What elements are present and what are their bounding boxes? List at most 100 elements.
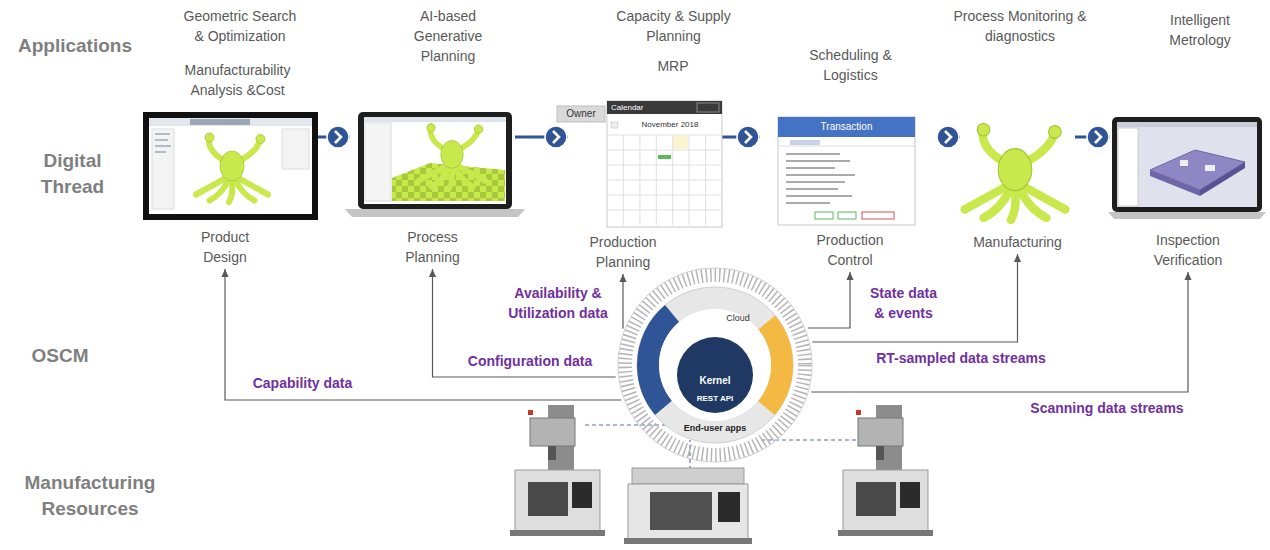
network-link bbox=[689, 440, 690, 470]
milling-machine bbox=[838, 405, 933, 536]
calendar-screen bbox=[697, 103, 719, 112]
planning-laptop bbox=[345, 209, 525, 217]
planning-laptop bbox=[365, 123, 391, 201]
calendar-screen bbox=[557, 106, 605, 122]
oscm-hub-art bbox=[618, 268, 812, 462]
machining-center bbox=[624, 468, 752, 544]
calendar-screen bbox=[607, 101, 722, 227]
data-flow-label: Scanning data streams bbox=[1022, 398, 1192, 418]
application-name: AI-based Generative Planning bbox=[408, 6, 488, 66]
manufactured-part bbox=[965, 123, 1066, 220]
calendar-screen bbox=[611, 122, 618, 128]
stage-caption: Product Design bbox=[182, 227, 268, 267]
transaction-screen bbox=[778, 146, 915, 147]
milling-machine bbox=[572, 482, 592, 508]
inspection-laptop bbox=[1150, 170, 1200, 196]
milling-machine bbox=[876, 446, 884, 460]
milling-machine bbox=[510, 530, 605, 536]
data-flow-label: State data & events bbox=[866, 283, 941, 323]
planning-laptop bbox=[418, 124, 485, 188]
screen-text: Owner bbox=[557, 106, 605, 122]
application-name: MRP bbox=[643, 56, 703, 76]
calendar-screen bbox=[557, 101, 722, 227]
design-monitor bbox=[282, 129, 309, 169]
application-name: Manufacturability Analysis &Cost bbox=[175, 60, 300, 100]
application-name: Intelligent Metrology bbox=[1155, 10, 1245, 50]
oscm-hub-art bbox=[659, 309, 771, 421]
milling-machine bbox=[548, 446, 556, 460]
oscm-hub-art bbox=[648, 298, 782, 432]
thread-stage: Manufacturing bbox=[960, 125, 1075, 252]
stage-caption: Production Planning bbox=[580, 232, 666, 272]
transaction-screen bbox=[778, 117, 915, 225]
machining-center bbox=[632, 468, 744, 484]
milling-machine bbox=[530, 418, 575, 446]
oscm-hub-art bbox=[648, 298, 782, 432]
transaction-screen bbox=[838, 212, 856, 219]
design-monitor bbox=[143, 112, 318, 220]
thread-connector bbox=[1075, 136, 1110, 139]
milling-machine bbox=[528, 410, 533, 415]
milling-machine bbox=[856, 410, 861, 415]
inspection-laptop bbox=[1117, 122, 1257, 207]
transaction-screen bbox=[786, 154, 855, 203]
planning-laptop bbox=[358, 112, 512, 209]
row-heading: OSCM bbox=[25, 343, 95, 369]
screen-text: November 2018 bbox=[630, 119, 710, 131]
design-monitor bbox=[149, 118, 312, 126]
thread-stage: Inspection Verification bbox=[1110, 110, 1266, 270]
transaction-screen bbox=[815, 212, 833, 219]
milling-machine bbox=[528, 482, 568, 516]
data-flow-line bbox=[225, 269, 621, 400]
machining-center bbox=[650, 492, 712, 530]
hub-text: Kernel bbox=[670, 374, 760, 388]
transaction-screen bbox=[862, 212, 894, 219]
screen-text: Transaction bbox=[778, 119, 915, 135]
thread-connector bbox=[940, 136, 960, 139]
data-flow-label: Availability & Utilization data bbox=[498, 283, 618, 323]
machining-center bbox=[624, 538, 752, 544]
row-heading: Applications bbox=[10, 33, 140, 59]
manufactured-part bbox=[965, 123, 1066, 220]
calendar-screen bbox=[607, 101, 722, 114]
hub-text: REST API bbox=[670, 393, 760, 405]
application-name: Geometric Search & Optimization bbox=[180, 6, 300, 46]
design-monitor bbox=[152, 129, 174, 209]
inspection-laptop bbox=[1150, 150, 1245, 190]
oscm-hub-art bbox=[618, 268, 812, 462]
planning-laptop bbox=[364, 117, 506, 122]
screen-text: Calendar bbox=[611, 102, 671, 114]
calendar-screen bbox=[607, 135, 722, 225]
milling-machine bbox=[858, 418, 903, 446]
planning-laptop bbox=[364, 117, 506, 204]
thread-stage: Process Planning bbox=[350, 105, 515, 267]
design-monitor bbox=[196, 133, 268, 202]
inspection-laptop bbox=[1118, 128, 1138, 206]
hub-text: Cloud bbox=[693, 312, 783, 325]
milling-machine bbox=[900, 482, 920, 508]
machining-center bbox=[718, 492, 740, 522]
design-monitor bbox=[190, 119, 250, 125]
thread-stage: Production Control bbox=[760, 110, 940, 270]
oscm-hub: CloudKernelREST APIEnd-user apps bbox=[615, 265, 815, 465]
calendar-screen bbox=[673, 136, 688, 149]
milling-machine bbox=[856, 482, 896, 516]
stage-caption: Inspection Verification bbox=[1145, 230, 1231, 270]
data-flow-label: Configuration data bbox=[455, 351, 605, 371]
inspection-laptop bbox=[1108, 117, 1266, 219]
milling-machine bbox=[515, 470, 600, 532]
milling-machine bbox=[838, 530, 933, 536]
machining-center bbox=[628, 484, 748, 540]
calendar-screen bbox=[658, 155, 671, 159]
transaction-screen bbox=[790, 140, 820, 145]
design-monitor bbox=[143, 112, 318, 220]
inspection-laptop bbox=[1205, 165, 1215, 171]
milling-machine bbox=[510, 405, 605, 536]
transaction-screen bbox=[778, 117, 915, 225]
thread-stage: Product Design bbox=[140, 105, 310, 267]
data-flow-line bbox=[808, 272, 850, 328]
application-name: Scheduling & Logistics bbox=[803, 45, 898, 85]
milling-machine bbox=[843, 470, 928, 532]
